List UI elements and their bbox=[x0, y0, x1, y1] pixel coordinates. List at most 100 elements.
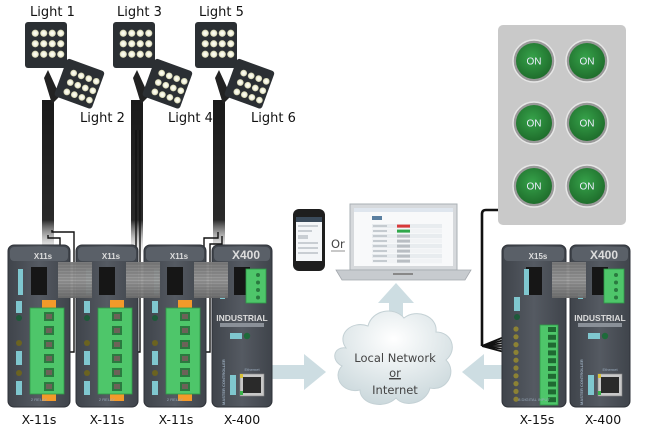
input-led bbox=[513, 357, 519, 363]
status-led bbox=[601, 332, 609, 340]
input-led bbox=[513, 388, 519, 394]
led bbox=[247, 72, 255, 80]
led bbox=[201, 50, 209, 58]
led bbox=[119, 29, 127, 37]
terminal-screw bbox=[182, 384, 188, 389]
light-label-5: Light 5 bbox=[199, 5, 244, 20]
led bbox=[48, 40, 56, 48]
light-fixture-2 bbox=[54, 58, 105, 109]
network-cloud: Local Network or Internet bbox=[334, 310, 453, 405]
network-line-1: Local Network bbox=[354, 351, 436, 365]
on-button-label: ON bbox=[527, 119, 542, 130]
input-led bbox=[513, 334, 519, 340]
device-brand: X400 bbox=[590, 248, 618, 262]
led bbox=[218, 29, 226, 37]
ribbon-cable bbox=[194, 262, 228, 298]
device-footer: 2 RELAY bbox=[99, 397, 115, 402]
device-label-x11s-3: X-11s bbox=[159, 412, 194, 427]
terminal-screw bbox=[46, 314, 52, 319]
browser-row bbox=[372, 249, 442, 254]
on-button-3[interactable]: ON bbox=[512, 101, 556, 145]
device-footer: 8 DIGITAL INPUT bbox=[518, 397, 550, 402]
light-label-3: Light 3 bbox=[117, 5, 162, 20]
terminal-screw bbox=[182, 356, 188, 361]
device-subtitle: INDUSTRIAL bbox=[216, 313, 267, 323]
device-brand: X15s bbox=[529, 252, 548, 261]
browser-row bbox=[372, 239, 442, 244]
input-led bbox=[513, 349, 519, 355]
led bbox=[92, 77, 100, 85]
led bbox=[48, 29, 56, 37]
smartphone bbox=[293, 209, 325, 271]
ethernet-port[interactable] bbox=[597, 373, 623, 397]
input-led bbox=[513, 342, 519, 348]
device-brand: X400 bbox=[232, 248, 260, 262]
led bbox=[240, 91, 248, 99]
browser-row bbox=[372, 234, 442, 239]
reset-button[interactable] bbox=[230, 333, 242, 339]
led bbox=[119, 50, 127, 58]
ethernet-port[interactable] bbox=[239, 373, 265, 397]
led bbox=[136, 29, 144, 37]
status-led bbox=[152, 315, 158, 321]
input-led bbox=[513, 373, 519, 379]
led bbox=[166, 94, 174, 101]
on-button-2[interactable]: ON bbox=[565, 39, 609, 83]
terminal-screw bbox=[114, 356, 120, 361]
power-terminal bbox=[245, 268, 267, 304]
ribbon-cable bbox=[58, 262, 92, 298]
device-brand: X11s bbox=[170, 252, 189, 261]
network-line-3: Internet bbox=[372, 383, 418, 397]
terminal-screw bbox=[114, 370, 120, 375]
led-grid bbox=[31, 29, 65, 58]
input-led bbox=[513, 396, 519, 402]
led bbox=[57, 29, 65, 37]
led bbox=[119, 40, 127, 48]
led bbox=[31, 40, 39, 48]
led bbox=[74, 81, 82, 89]
input-led bbox=[513, 326, 519, 332]
network-line-2: or bbox=[389, 366, 401, 380]
led bbox=[63, 88, 71, 96]
led bbox=[128, 29, 136, 37]
led bbox=[151, 88, 159, 96]
led bbox=[256, 96, 263, 104]
led bbox=[210, 29, 218, 37]
led bbox=[158, 91, 166, 99]
led bbox=[136, 40, 144, 48]
led-grid bbox=[63, 69, 100, 104]
led bbox=[78, 94, 86, 101]
status-led bbox=[16, 315, 22, 321]
terminal-screw bbox=[114, 342, 120, 347]
led bbox=[201, 29, 209, 37]
on-button-1[interactable]: ON bbox=[512, 39, 556, 83]
on-button-6[interactable]: ON bbox=[565, 164, 609, 208]
device-x15s-0: X15s 8 DIGITAL INPUT bbox=[501, 244, 567, 408]
light-pole-3 bbox=[213, 100, 225, 260]
led bbox=[255, 75, 263, 82]
light-label-6: Light 6 bbox=[251, 111, 296, 126]
on-button-4[interactable]: ON bbox=[565, 101, 609, 145]
device-footer: 2 RELAY bbox=[31, 397, 47, 402]
led-grid bbox=[233, 69, 270, 104]
on-button-5[interactable]: ON bbox=[512, 164, 556, 208]
led bbox=[57, 50, 65, 58]
led bbox=[227, 29, 235, 37]
led-grid bbox=[119, 29, 153, 58]
terminal-screw bbox=[46, 328, 52, 333]
status-indicator-gray bbox=[397, 244, 410, 248]
browser-row bbox=[372, 254, 442, 259]
led bbox=[177, 87, 185, 95]
light-fixture-6 bbox=[224, 58, 275, 109]
led bbox=[145, 29, 153, 37]
led-grid bbox=[151, 69, 188, 104]
light-pole-1 bbox=[42, 100, 54, 260]
reset-button[interactable] bbox=[588, 333, 600, 339]
terminal-screw bbox=[46, 384, 52, 389]
device-vertical-label: MASTER CONTROLLER bbox=[579, 359, 584, 405]
terminal-screw bbox=[46, 370, 52, 375]
led bbox=[85, 75, 93, 82]
